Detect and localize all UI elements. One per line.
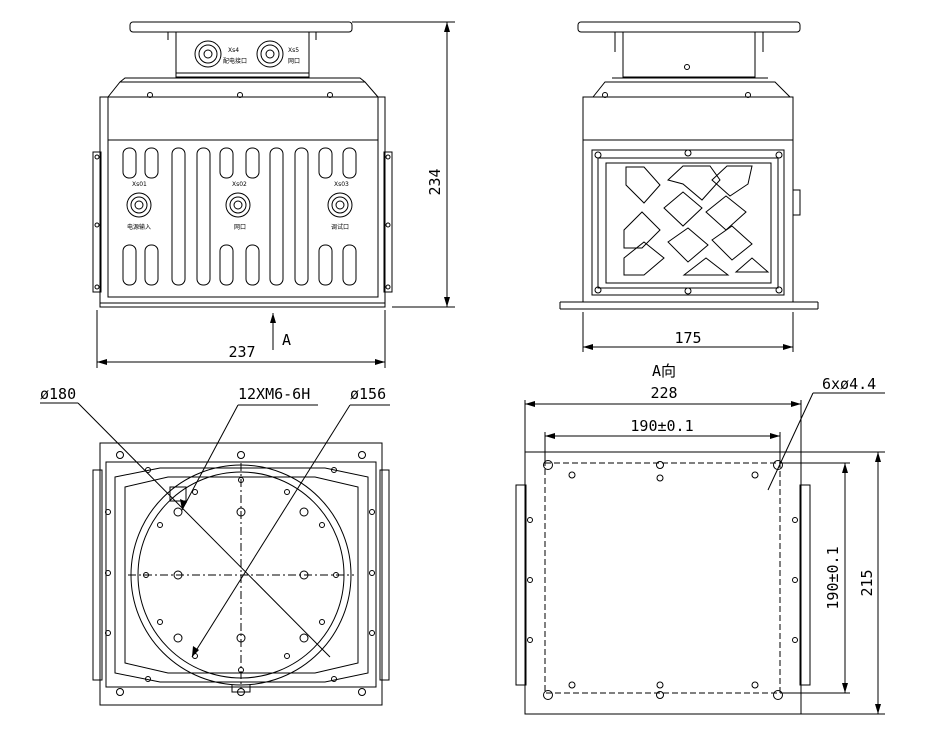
thread-spec-label: 12XM6-6H [238,385,310,403]
bottom-view [40,402,390,706]
dim-dia-156: ø156 [350,385,386,403]
dim-bottom-outer-height: 215 [858,569,876,596]
dim-bottom-outer-width: 228 [650,384,677,402]
side-view [559,21,819,352]
a-view [515,392,885,715]
view-arrow-label: A [282,331,291,349]
neck-connector-1-code: Xs4 [228,47,239,54]
connector-x2-name: 网口 [234,224,246,231]
neck-connector-2-code: Xs5 [288,47,299,54]
connector-x3-code: Xs03 [334,181,349,188]
dim-side-width: 175 [674,329,701,347]
connector-x3-name: 调试口 [331,223,349,231]
dim-front-height: 234 [426,168,444,195]
connector-x1-code: Xs01 [132,181,147,188]
dim-dia-180: ø180 [40,385,76,403]
front-view [92,21,455,368]
hole-spec-label: 6xø4.4 [822,375,876,393]
dim-hole-spacing-x: 190±0.1 [630,417,693,435]
connector-x1-name: 电源输入 [127,223,151,231]
neck-connector-1-name: 配电接口 [223,57,247,65]
dim-hole-spacing-y: 190±0.1 [824,546,842,609]
neck-connector-2-name: 网口 [288,58,300,65]
connector-x2-code: Xs02 [232,181,247,188]
dim-front-width: 237 [228,343,255,361]
view-a-title: A向 [652,362,676,380]
